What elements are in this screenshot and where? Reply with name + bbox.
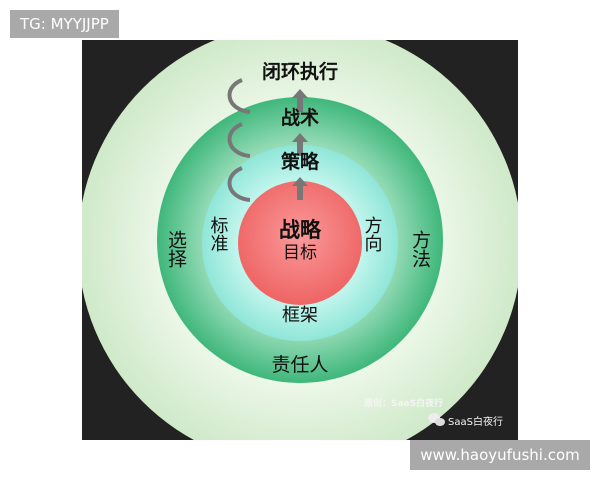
arrow-up-icon (292, 133, 308, 156)
curved-arrow-icon (227, 122, 251, 158)
label-strategy: 战略 (279, 218, 322, 242)
label-owner: 责任人 (271, 354, 328, 376)
credit-text: 原创：SaaS白夜行 (364, 397, 443, 409)
concentric-diagram: 闭环执行 战术 策略 战略 目标 框架 责任人 选择 标准 方向 方法 原创：S… (82, 40, 518, 440)
label-choice: 选择 (165, 230, 187, 268)
curved-arrows (227, 78, 251, 202)
label-policy: 策略 (281, 150, 320, 173)
label-closed-loop: 闭环执行 (262, 60, 338, 83)
label-tactics: 战术 (281, 107, 319, 129)
up-arrows (292, 89, 308, 200)
label-direction: 方向 (362, 216, 383, 252)
label-method: 方法 (409, 230, 431, 268)
red-core (238, 181, 362, 305)
wechat-account: SaaS白夜行 (448, 415, 503, 428)
watermark-tg: TG: MYYJJPP (10, 10, 119, 38)
label-framework: 框架 (282, 305, 318, 326)
curved-arrow-icon (227, 166, 251, 202)
arrow-up-icon (292, 89, 308, 112)
label-goal: 目标 (283, 243, 317, 263)
curved-arrow-icon (227, 78, 251, 114)
wechat-icon (428, 413, 445, 426)
arrow-up-icon (292, 177, 308, 200)
label-standard: 标准 (208, 216, 229, 252)
watermark-site: www.haoyufushi.com (410, 440, 590, 470)
